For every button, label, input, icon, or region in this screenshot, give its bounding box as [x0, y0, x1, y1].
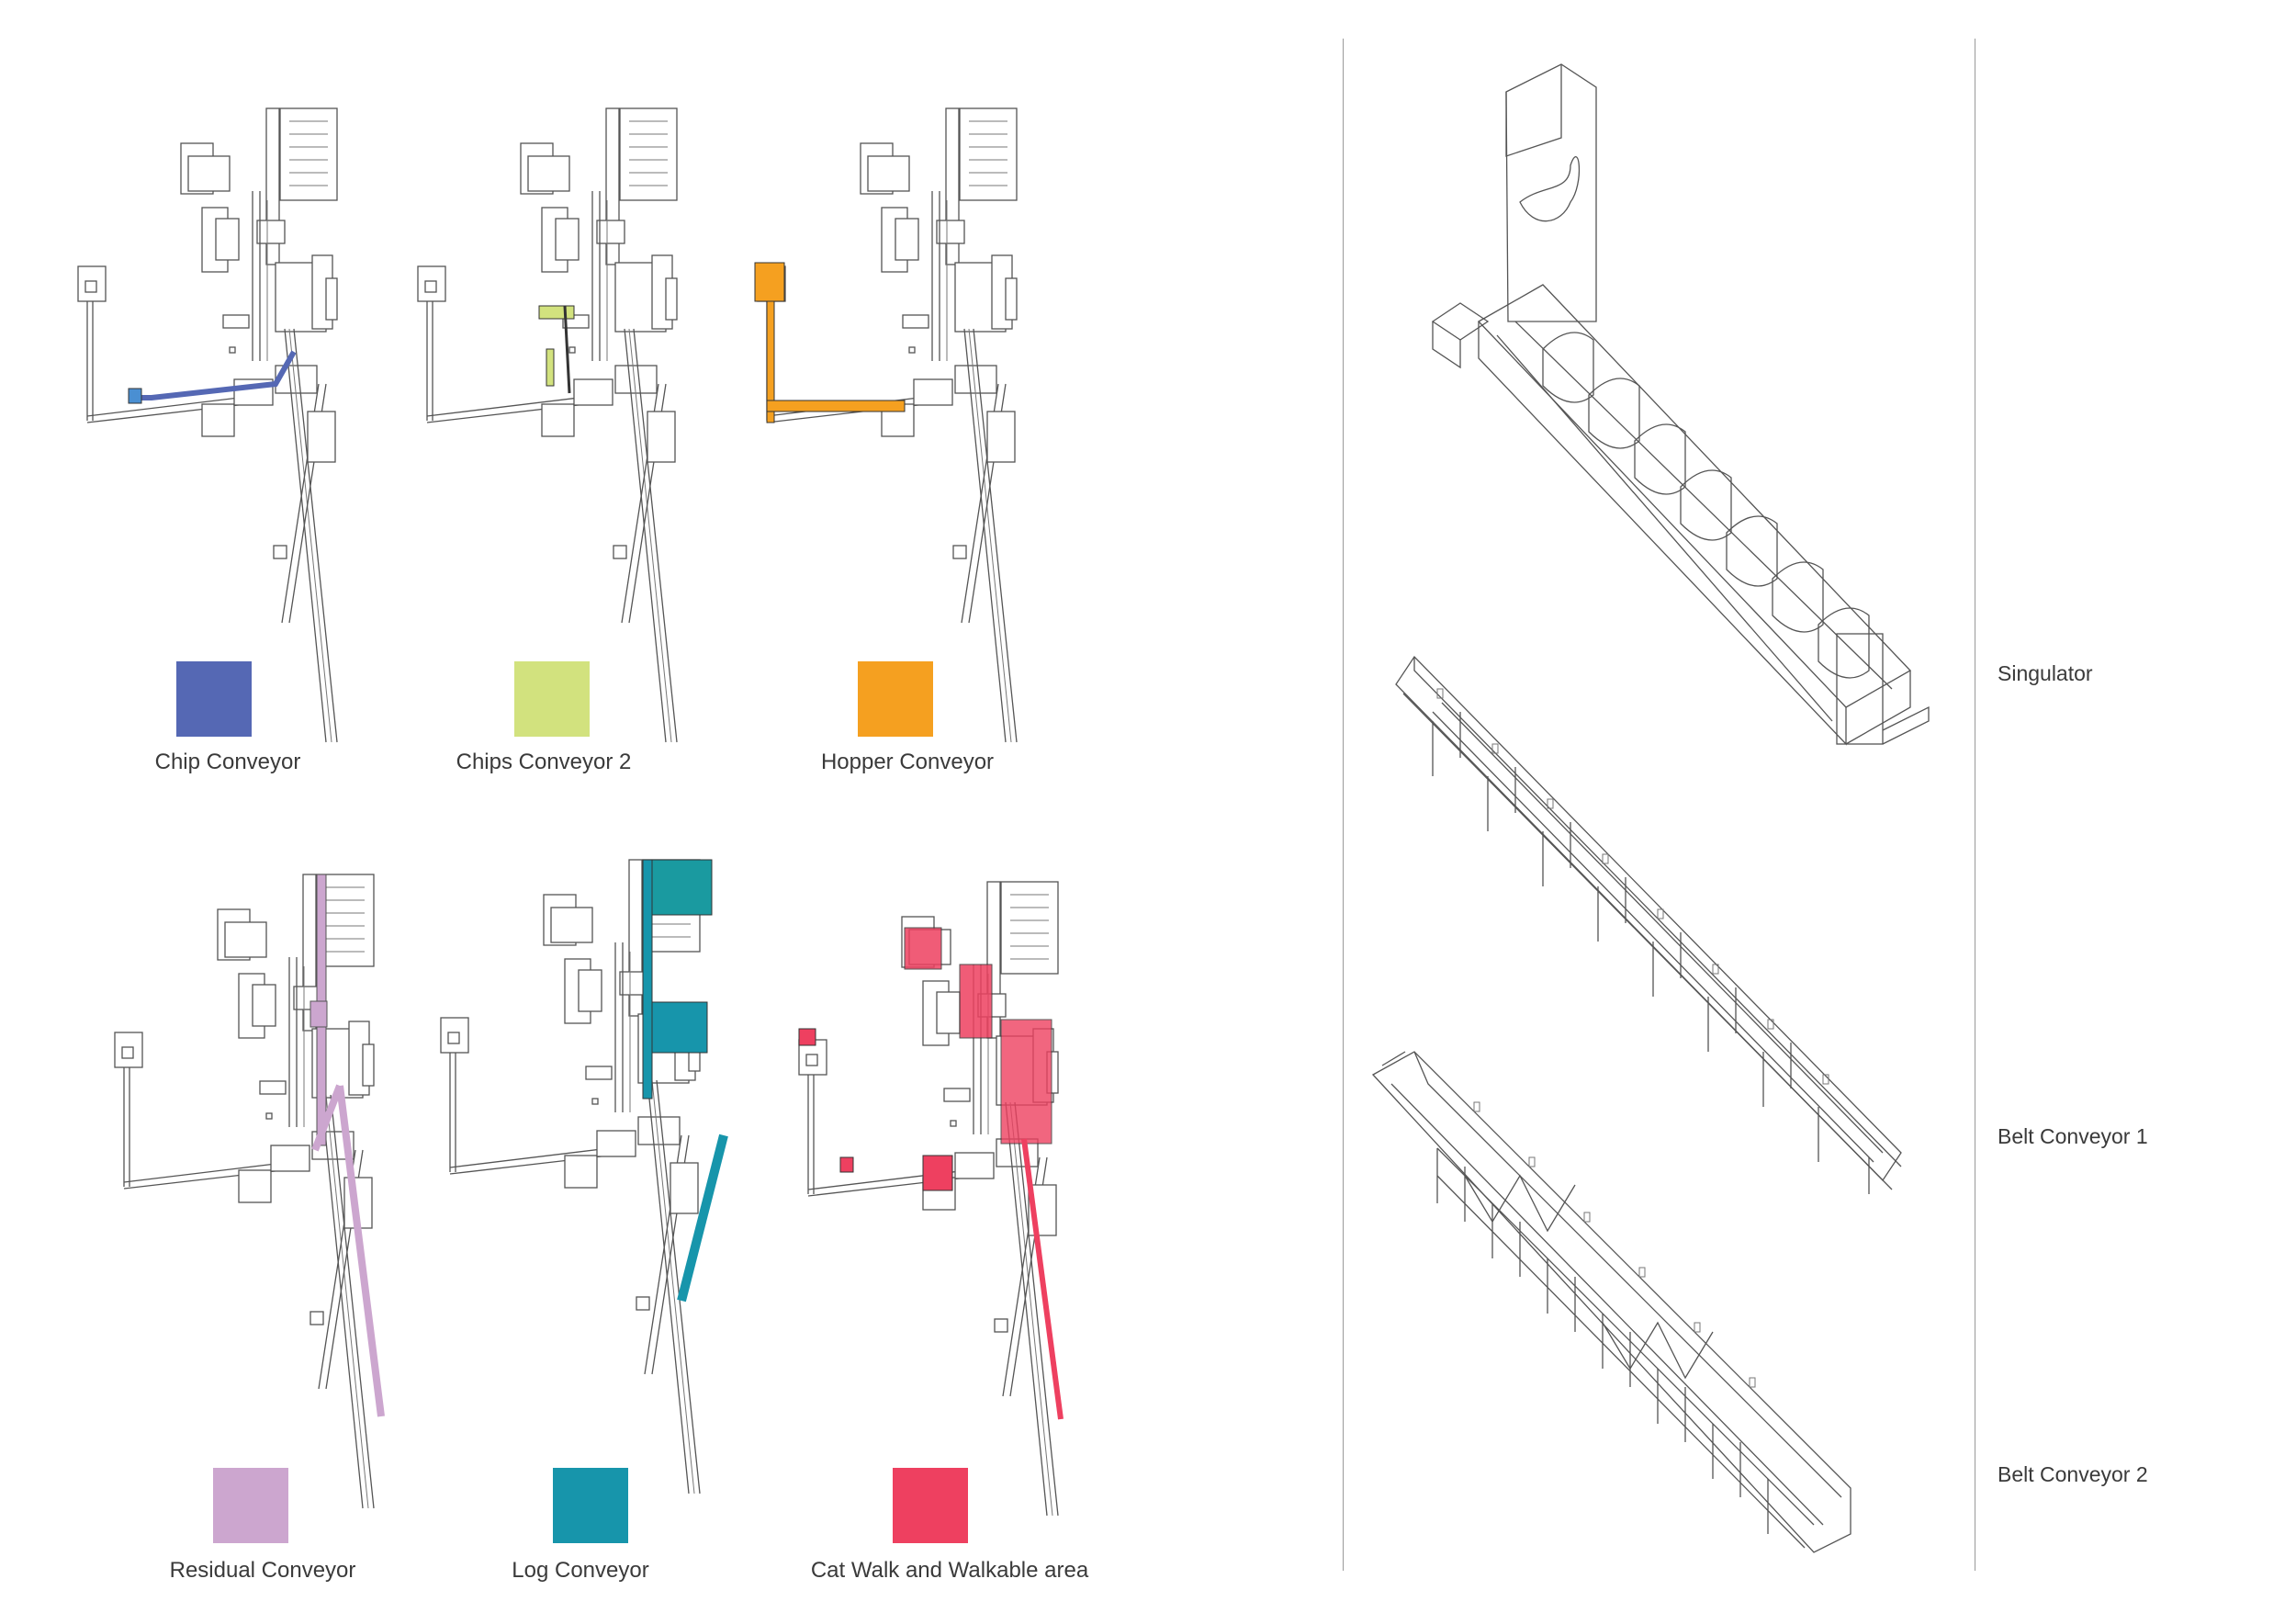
plan-residual-conveyor [114, 874, 385, 1509]
label-singulator: Singulator [1998, 661, 2093, 685]
legend-swatch-residual-conveyor [213, 1468, 288, 1543]
legend-label-cat-walk: Cat Walk and Walkable area [810, 1558, 1089, 1583]
plan-hopper-conveyor [754, 107, 1018, 743]
divider-left [1343, 39, 1344, 1571]
plan-chips-conveyor-2 [417, 107, 678, 743]
legend-label-chip-conveyor: Chip Conveyor [154, 750, 301, 774]
legend-label-hopper-conveyor: Hopper Conveyor [820, 750, 995, 774]
plan-chip-conveyor [77, 107, 338, 743]
legend-label-residual-conveyor: Residual Conveyor [169, 1558, 356, 1583]
legend-swatch-cat-walk [893, 1468, 968, 1543]
belt-conveyor-2-drawing [1371, 1051, 1851, 1553]
belt-conveyor-1-drawing [1395, 655, 1902, 1194]
legend-swatch-log-conveyor [553, 1468, 628, 1543]
legend-swatch-hopper-conveyor [858, 661, 933, 737]
label-belt-conveyor-1: Belt Conveyor 1 [1998, 1124, 2148, 1148]
label-belt-conveyor-2: Belt Conveyor 2 [1998, 1462, 2148, 1486]
legend-label-chips-conveyor-2: Chips Conveyor 2 [456, 750, 632, 774]
legend-swatch-chip-conveyor [176, 661, 252, 737]
legend-label-log-conveyor: Log Conveyor [512, 1558, 649, 1583]
plan-log-conveyor [440, 859, 728, 1494]
plan-cat-walk [798, 881, 1064, 1517]
legend-swatch-chips-conveyor-2 [514, 661, 590, 737]
singulator-drawing [1431, 63, 1930, 746]
